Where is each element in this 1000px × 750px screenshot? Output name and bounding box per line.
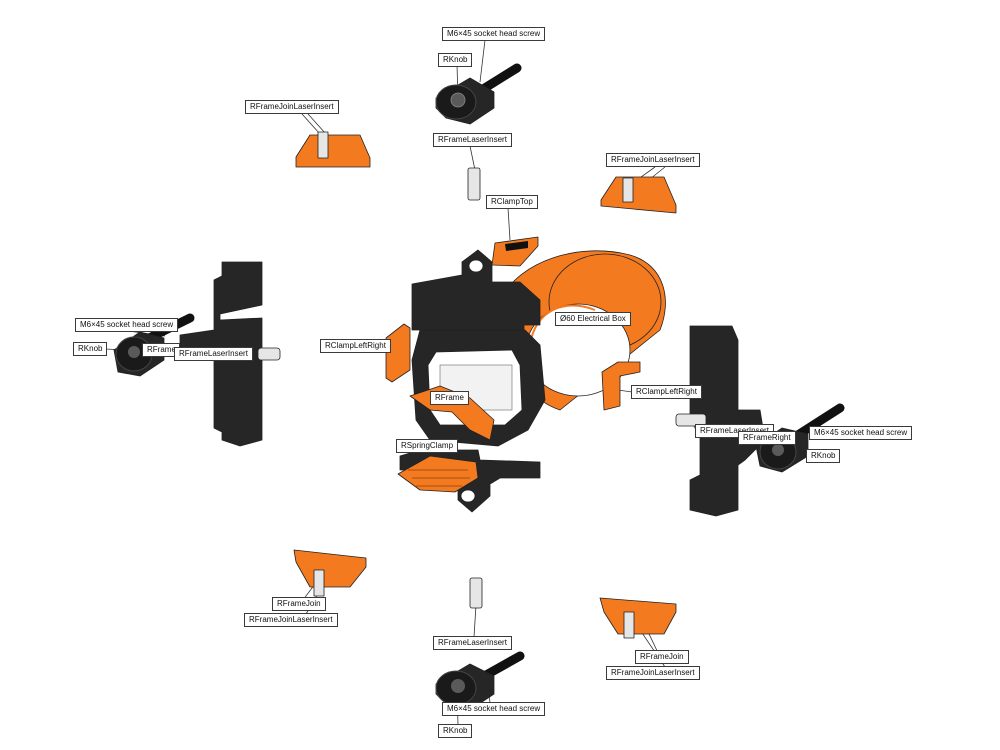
frame-right: [675, 325, 766, 517]
clamp-top: [491, 236, 539, 267]
label-clamp-left-right-b: RClampLeftRight: [631, 385, 702, 399]
knob-bottom: [435, 663, 495, 711]
label-join-insert-top-right: RFrameJoinLaserInsert: [606, 153, 700, 167]
label-electrical-box: Ø60 Electrical Box: [555, 312, 631, 326]
label-knob-right: RKnob: [806, 449, 841, 463]
label-frame: RFrame: [430, 391, 469, 405]
label-frame-right: RFrameRight: [738, 431, 796, 445]
label-clamp-top: RClampTop: [486, 195, 538, 209]
laser-insert-top: [467, 167, 481, 201]
join-insert-top-right: [600, 176, 677, 214]
label-clamp-left-right-a: RClampLeftRight: [320, 339, 391, 353]
label-frame-join-bottom-right: RFrameJoin: [635, 650, 689, 664]
label-laser-insert-left: RFrameLaserInsert: [174, 347, 253, 361]
join-insert-top-left: [295, 131, 371, 168]
label-screw-bottom: M6×45 socket head screw: [442, 702, 546, 716]
label-frame-join-bottom-left: RFrameJoin: [272, 597, 326, 611]
label-laser-insert-top: RFrameLaserInsert: [433, 133, 512, 147]
label-knob-bottom: RKnob: [438, 724, 473, 738]
knob-top: [435, 77, 495, 125]
label-laser-insert-bottom: RFrameLaserInsert: [433, 636, 512, 650]
laser-insert-bottom: [469, 577, 483, 609]
label-join-insert-bottom-right: RFrameJoinLaserInsert: [606, 666, 700, 680]
label-knob-top: RKnob: [438, 53, 473, 67]
clamp-left-right-a: [385, 323, 411, 383]
label-join-insert-top-left: RFrameJoinLaserInsert: [245, 100, 339, 114]
label-screw-right: M6×45 socket head screw: [809, 426, 913, 440]
frame-join-bottom-left: [293, 549, 367, 597]
label-knob-left: RKnob: [73, 342, 108, 356]
label-spring-clamp: RSpringClamp: [396, 439, 459, 453]
label-screw-left: M6×45 socket head screw: [75, 318, 179, 332]
label-join-insert-bottom-left: RFrameJoinLaserInsert: [244, 613, 338, 627]
frame-join-bottom-right: [599, 597, 677, 639]
clamp-left-right-b: [601, 361, 641, 411]
label-screw-top: M6×45 socket head screw: [442, 27, 546, 41]
